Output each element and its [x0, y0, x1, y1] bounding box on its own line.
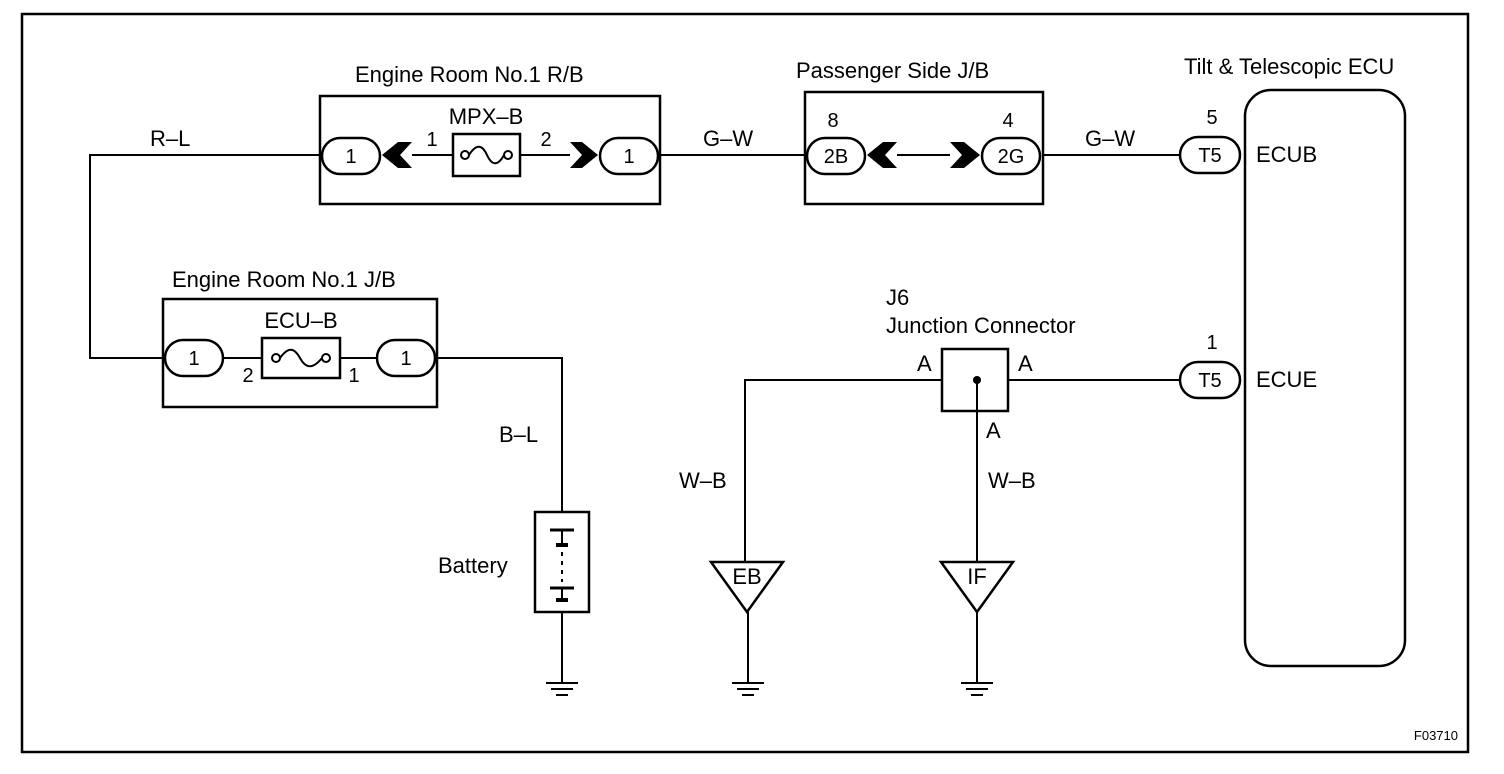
jb-connector-2b-label: 2B — [824, 146, 848, 168]
ecu-connector-bottom — [1178, 360, 1242, 400]
wire-label-r-l: R–L — [150, 126, 190, 151]
figure-id: F03710 — [1414, 728, 1458, 743]
wire-label-w-b-2: W–B — [988, 468, 1036, 493]
junction-label: Junction Connector — [886, 313, 1076, 338]
rb-connector-right-label: 1 — [623, 146, 634, 168]
ground-icon — [961, 682, 993, 696]
wire-label-b-l: B–L — [499, 422, 538, 447]
ecu-pin-bottom: 1 — [1206, 332, 1217, 354]
jb-pin-left: 8 — [827, 110, 838, 132]
erjb-connector-right-label: 1 — [400, 348, 411, 370]
wire-label-g-w-1: G–W — [703, 126, 753, 151]
ecu-pin-top: 5 — [1206, 107, 1217, 129]
engine-room-jb-label: Engine Room No.1 J/B — [172, 267, 396, 292]
ecu-b-fuse-icon — [271, 348, 331, 368]
diagram-frame — [20, 12, 1470, 754]
engine-room-jb-box — [161, 297, 439, 409]
passenger-side-jb: Passenger Side J/B 2B 2G 8 4 — [796, 58, 1045, 206]
erjb-pin-right: 1 — [348, 365, 359, 387]
jb-connector-2b — [805, 136, 867, 176]
ground-icon — [546, 682, 578, 696]
jb-right-terminal-icon — [950, 142, 980, 168]
wire-r-l — [89, 154, 320, 359]
jb-connector-2g-label: 2G — [998, 146, 1025, 168]
ecu-b-fuse-label: ECU–B — [264, 308, 337, 333]
junction-pin-bottom: A — [986, 418, 1001, 443]
wire-w-b-1 — [744, 379, 942, 562]
rb-connector-left-label: 1 — [345, 146, 356, 168]
jb-left-terminal-icon — [867, 142, 897, 168]
mpx-b-fuse-icon — [460, 145, 513, 165]
wire-label-w-b-1: W–B — [679, 468, 727, 493]
rb-pin-right: 2 — [540, 129, 551, 151]
ecu-connector-top — [1178, 135, 1242, 175]
mpx-b-fuse-box — [451, 132, 522, 178]
rb-pin-left: 1 — [426, 129, 437, 151]
engine-room-jb: Engine Room No.1 J/B 1 1 ECU–B 2 1 — [161, 267, 439, 409]
ecu-box — [1243, 88, 1407, 668]
engine-room-rb-box — [318, 94, 662, 206]
ground-point-eb: EB — [708, 560, 786, 615]
junction-box — [940, 347, 1010, 413]
ground-point-if: IF — [938, 560, 1016, 615]
ground-eb-label: EB — [732, 564, 761, 589]
battery: Battery — [438, 510, 591, 614]
battery-box — [533, 510, 591, 614]
ecu-b-fuse-box — [260, 336, 342, 380]
ecu-connector-bottom-label: T5 — [1198, 370, 1221, 392]
jb-pin-right: 4 — [1002, 110, 1013, 132]
battery-label: Battery — [438, 553, 508, 578]
erjb-pin-left: 2 — [242, 365, 253, 387]
passenger-jb-box — [803, 90, 1045, 206]
erjb-connector-left-label: 1 — [188, 348, 199, 370]
passenger-jb-label: Passenger Side J/B — [796, 58, 989, 83]
rb-right-terminal-icon — [570, 142, 598, 168]
junction-node-icon — [973, 376, 981, 384]
rb-connector-right — [598, 136, 660, 176]
junction-pin-left: A — [917, 351, 932, 376]
ground-icon — [732, 682, 764, 696]
ecu-terminal-ecue: ECUE — [1256, 367, 1317, 392]
wire-b-l — [437, 357, 563, 512]
wire-label-g-w-2: G–W — [1085, 126, 1135, 151]
j6-junction-connector: J6 Junction Connector A A A — [886, 285, 1076, 443]
rb-left-terminal-icon — [382, 142, 412, 168]
engine-room-rb: Engine Room No.1 R/B 1 1 MPX–B 1 2 — [318, 62, 662, 206]
mpx-b-fuse-label: MPX–B — [449, 104, 524, 129]
ecu-connector-top-label: T5 — [1198, 145, 1221, 167]
jb-connector-2g — [980, 136, 1042, 176]
tilt-telescopic-ecu: Tilt & Telescopic ECU T5 T5 5 1 ECUB ECU… — [1178, 54, 1407, 668]
junction-id: J6 — [886, 285, 909, 310]
engine-room-rb-label: Engine Room No.1 R/B — [355, 62, 584, 87]
rb-connector-left — [320, 136, 382, 176]
junction-pin-right: A — [1018, 351, 1033, 376]
battery-cell-icon — [550, 528, 574, 602]
ecu-label: Tilt & Telescopic ECU — [1184, 54, 1394, 79]
ground-if-label: IF — [967, 564, 987, 589]
ecu-terminal-ecub: ECUB — [1256, 142, 1317, 167]
